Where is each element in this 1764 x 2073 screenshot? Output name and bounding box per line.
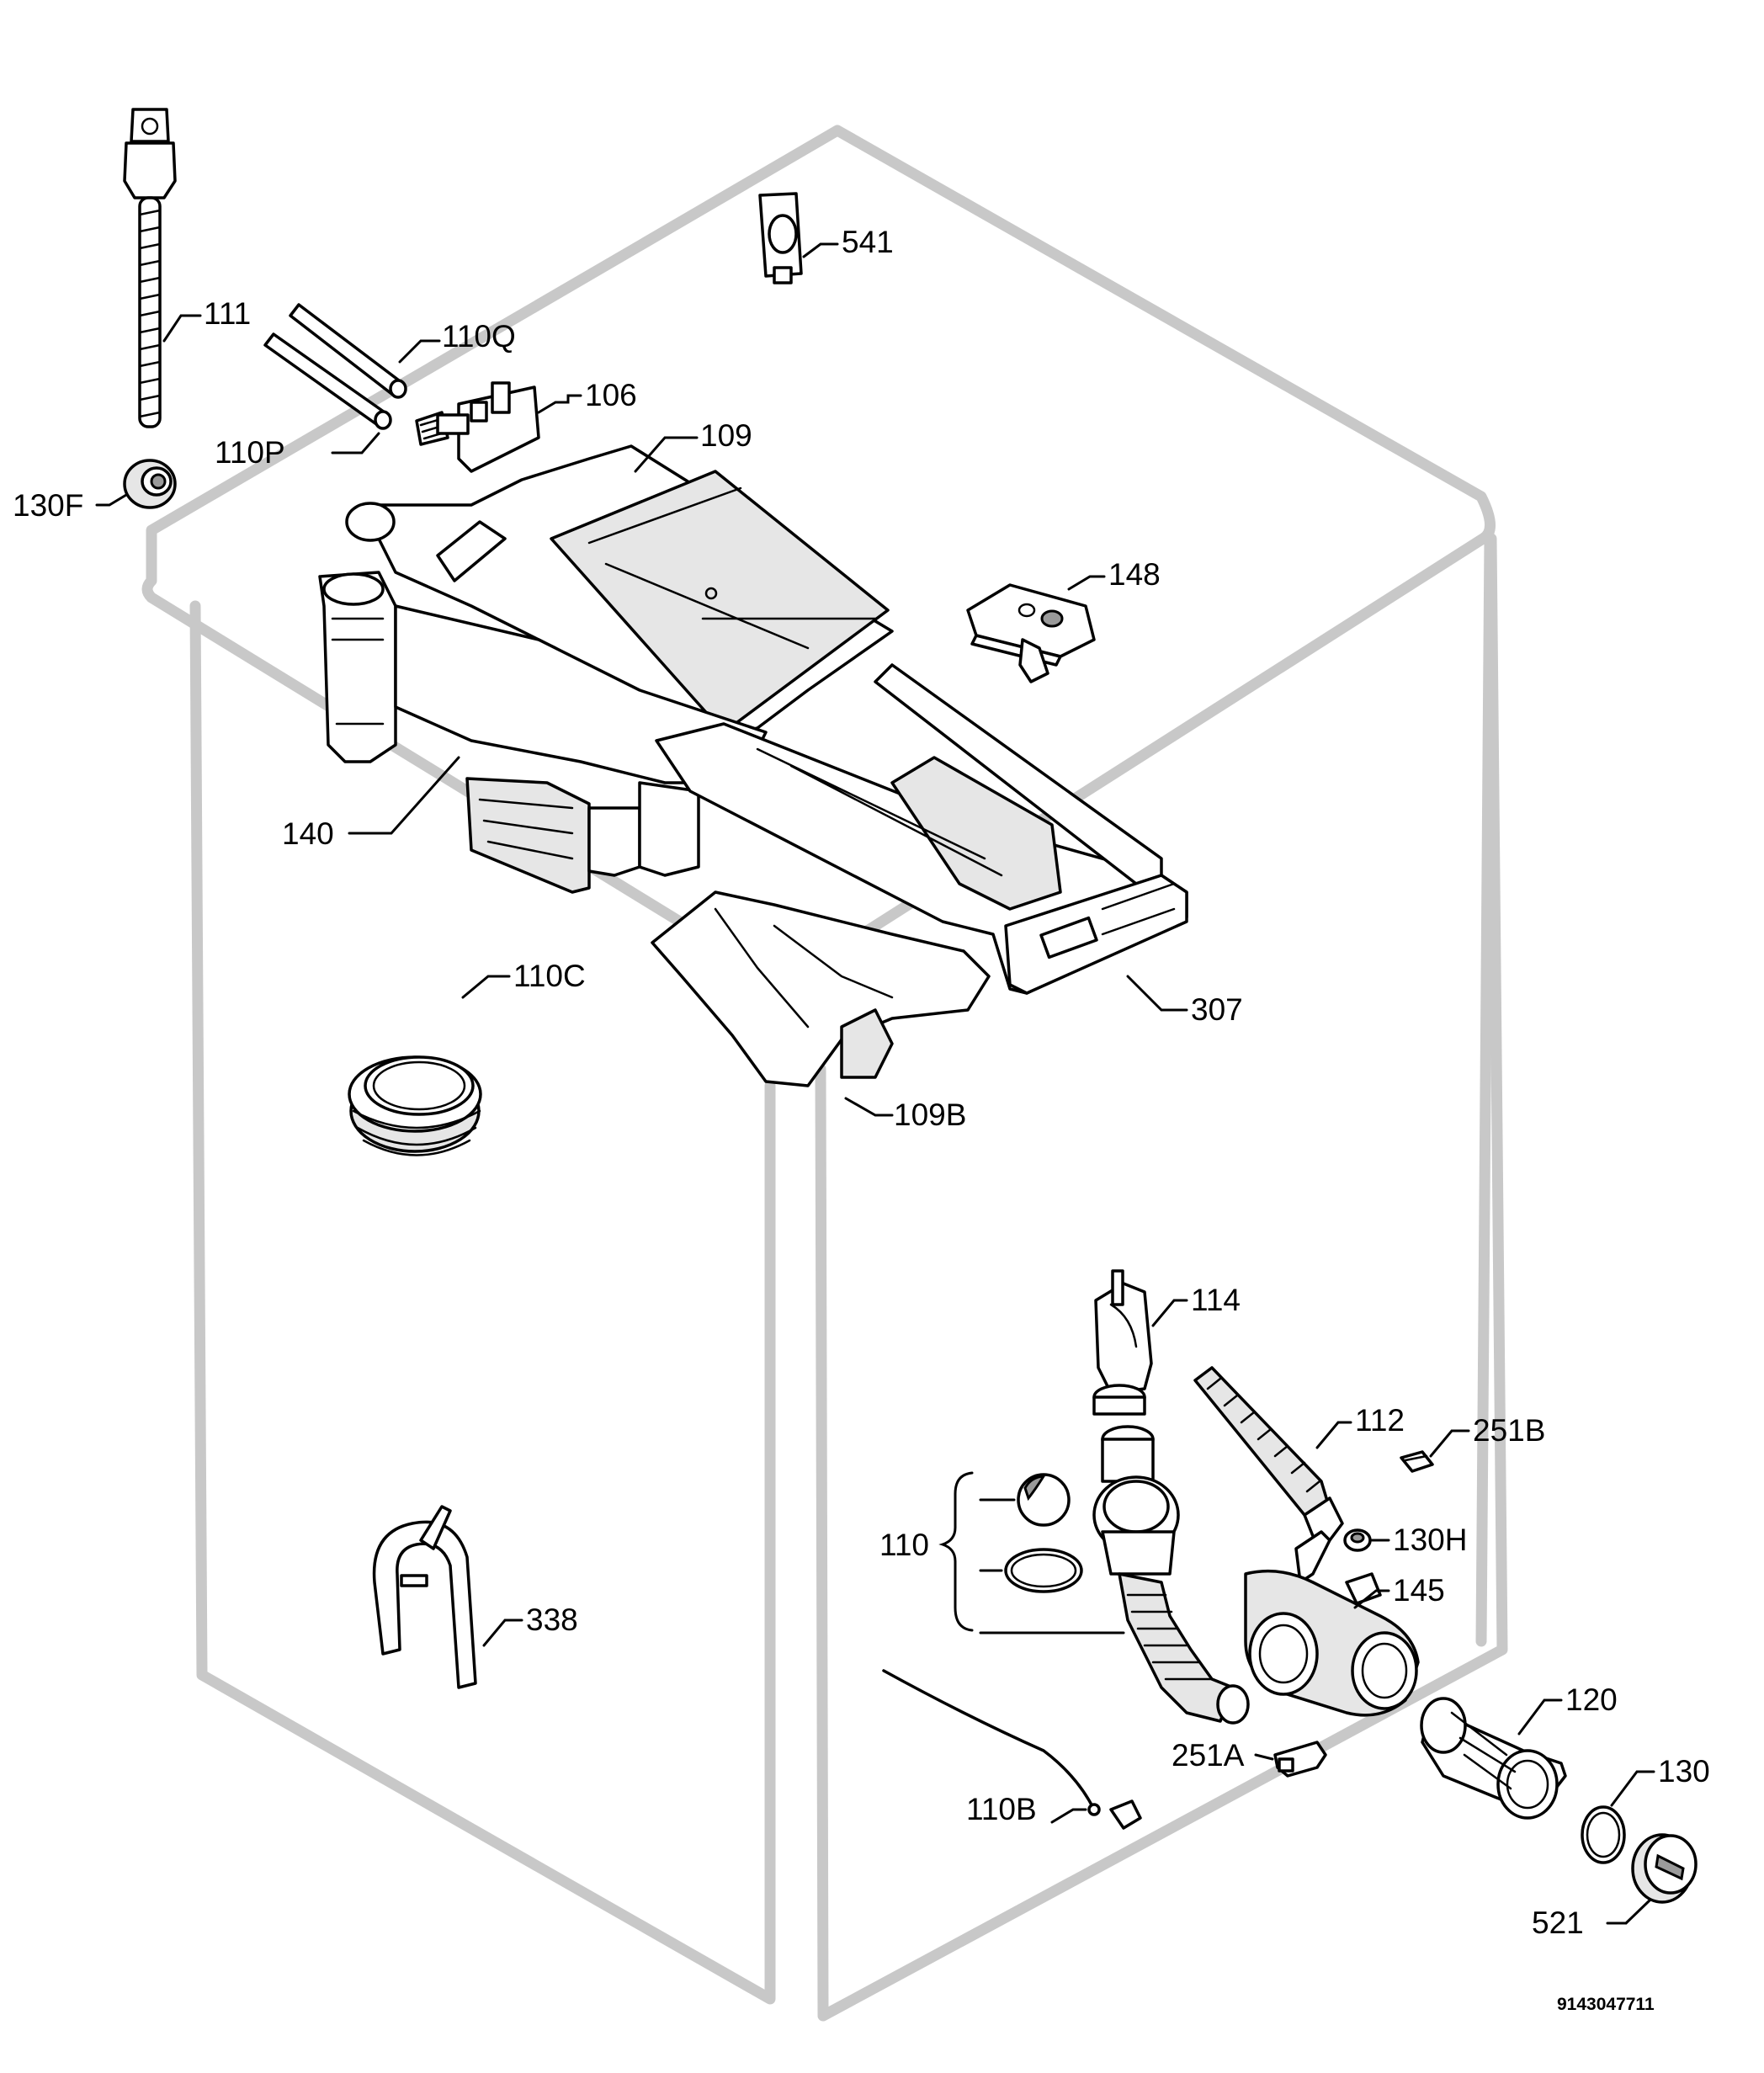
dispenser-housing-109	[345, 444, 894, 742]
callout-140: 140	[282, 816, 334, 851]
leader-110C	[461, 975, 511, 999]
leader-109	[634, 436, 699, 473]
callout-338: 338	[526, 1603, 578, 1637]
callout-541: 541	[842, 225, 894, 259]
bellows-110C	[348, 1055, 482, 1156]
pump-housing-145	[1244, 1530, 1420, 1717]
leader-130F	[95, 493, 128, 507]
callout-148: 148	[1108, 557, 1161, 592]
callout-110C: 110C	[513, 959, 586, 993]
leader-110P	[331, 432, 380, 454]
callout-110P: 110P	[215, 435, 285, 470]
filter-cap-521	[1631, 1833, 1698, 1904]
leader-112	[1315, 1421, 1352, 1449]
clip-251B	[1400, 1450, 1434, 1473]
callout-120: 120	[1565, 1682, 1618, 1717]
hose-110Q	[289, 303, 407, 399]
callout-130H: 130H	[1393, 1523, 1467, 1557]
callout-145: 145	[1393, 1573, 1445, 1608]
leader-109B	[844, 1097, 894, 1117]
leader-251B	[1429, 1429, 1470, 1458]
leader-110Q	[398, 339, 441, 364]
callout-112: 112	[1355, 1403, 1405, 1438]
callout-110: 110	[879, 1528, 929, 1562]
leader-111	[162, 314, 202, 343]
leader-110B	[1050, 1808, 1087, 1824]
leader-106	[537, 394, 582, 414]
bracket-110	[938, 1471, 974, 1632]
cap-130F	[123, 459, 177, 509]
leader-114	[1151, 1299, 1188, 1327]
ball-110	[1017, 1473, 1071, 1527]
callout-114: 114	[1191, 1283, 1241, 1317]
valve-106	[415, 381, 540, 473]
hose-guide-338	[372, 1505, 477, 1689]
leader-lines	[95, 242, 1655, 1925]
callout-106: 106	[585, 378, 637, 412]
callout-130: 130	[1658, 1754, 1710, 1789]
clip-148	[966, 583, 1096, 683]
tray-109B	[651, 890, 991, 1087]
ring-110	[1004, 1548, 1083, 1593]
hose-110P	[263, 332, 392, 430]
callout-521: 521	[1532, 1906, 1584, 1940]
leader-140	[348, 756, 460, 835]
leader-541	[802, 242, 839, 258]
leader-251A	[1254, 1753, 1274, 1761]
leader-148	[1067, 575, 1106, 591]
cap-130H	[1343, 1528, 1372, 1552]
sump-housing-110	[1092, 1425, 1250, 1725]
callout-111: 111	[204, 296, 251, 331]
leader-145	[1353, 1589, 1390, 1609]
filter-120	[1420, 1697, 1567, 1820]
hose-112	[1193, 1366, 1344, 1542]
wire-110B	[882, 1669, 1142, 1830]
callout-110B: 110B	[966, 1792, 1037, 1826]
pressure-chamber-114	[1092, 1269, 1153, 1416]
bracket-541	[758, 192, 803, 284]
callout-251B: 251B	[1473, 1413, 1545, 1448]
drawer-307	[655, 663, 1188, 995]
clip-251A	[1273, 1741, 1327, 1778]
callout-130F: 130F	[13, 488, 83, 523]
document-number: 9143047711	[1557, 1995, 1655, 2014]
leader-307	[1126, 975, 1188, 1012]
callout-109: 109	[700, 418, 752, 453]
cabinet-outline	[141, 125, 1508, 2022]
leader-338	[482, 1619, 523, 1647]
callout-109B: 109B	[894, 1098, 966, 1132]
callout-labels: 541 111 110Q 106 110P 109 130F 148 140 1…	[13, 225, 1710, 1940]
inlet-hose-111	[123, 108, 177, 428]
callout-307: 307	[1191, 992, 1243, 1027]
leader-130	[1610, 1770, 1655, 1807]
leader-120	[1517, 1698, 1563, 1735]
callout-251A: 251A	[1172, 1738, 1245, 1773]
seal-ring-130	[1581, 1805, 1626, 1864]
callout-110Q: 110Q	[442, 319, 516, 353]
leader-521	[1624, 1899, 1651, 1925]
